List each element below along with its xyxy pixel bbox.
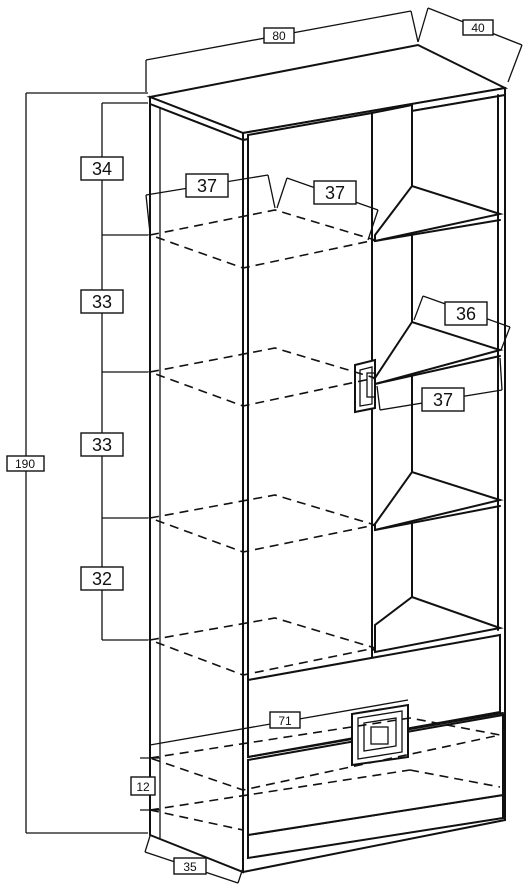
dim-label-right-shelf-depth: 36 bbox=[444, 301, 488, 326]
dim-label-left-shelf-depth: 37 bbox=[313, 180, 357, 205]
svg-text:37: 37 bbox=[433, 390, 453, 410]
svg-text:34: 34 bbox=[92, 159, 112, 179]
svg-text:33: 33 bbox=[92, 435, 112, 455]
door-handle bbox=[354, 358, 376, 414]
svg-text:33: 33 bbox=[92, 292, 112, 312]
right-shelf-4 bbox=[374, 595, 504, 654]
dim-label-drawer-depth: 35 bbox=[173, 857, 207, 875]
svg-text:32: 32 bbox=[92, 569, 112, 589]
svg-text:35: 35 bbox=[183, 860, 197, 874]
svg-text:190: 190 bbox=[15, 457, 35, 471]
dim-label-overall-width: 80 bbox=[263, 27, 295, 44]
upper-drawer-front bbox=[247, 633, 501, 759]
svg-text:36: 36 bbox=[456, 304, 476, 324]
dim-label-overall-height: 190 bbox=[6, 455, 45, 472]
dim-label-shelf-gap-3: 33 bbox=[80, 432, 124, 457]
dim-label-left-shelf-width: 37 bbox=[185, 173, 229, 198]
dim-label-shelf-gap-4: 32 bbox=[80, 566, 124, 591]
svg-text:71: 71 bbox=[278, 714, 292, 728]
dim-label-right-shelf-width: 37 bbox=[421, 387, 465, 412]
right-shelf-3 bbox=[374, 470, 504, 532]
svg-text:40: 40 bbox=[471, 21, 485, 35]
dim-label-shelf-gap-2: 33 bbox=[80, 289, 124, 314]
svg-text:12: 12 bbox=[136, 780, 150, 794]
dim-label-shelf-gap-1: 34 bbox=[80, 156, 124, 181]
right-shelf-1 bbox=[374, 184, 504, 243]
svg-text:37: 37 bbox=[197, 176, 217, 196]
right-shelves bbox=[374, 184, 504, 654]
svg-text:37: 37 bbox=[325, 183, 345, 203]
svg-text:80: 80 bbox=[272, 29, 286, 43]
dim-label-overall-depth: 40 bbox=[462, 19, 494, 36]
dim-label-drawer-height: 12 bbox=[130, 776, 156, 796]
dim-label-drawer-width: 71 bbox=[269, 711, 301, 729]
